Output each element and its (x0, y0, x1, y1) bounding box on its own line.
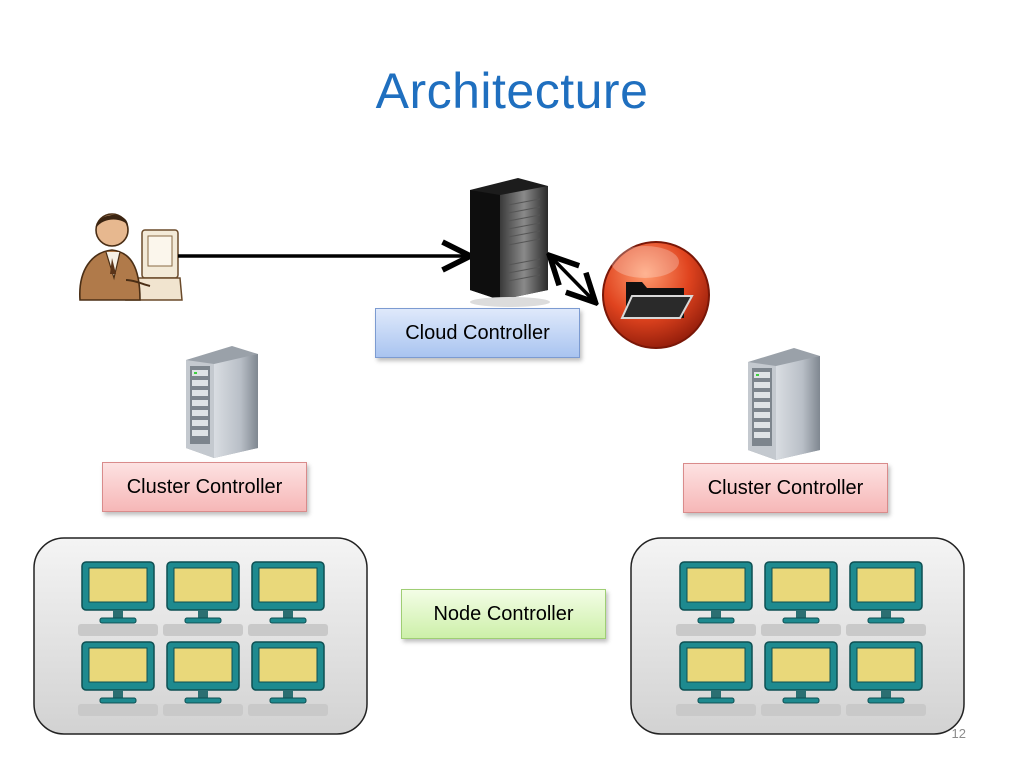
tower-server-icon (470, 178, 550, 307)
cluster-controller-label-right: Cluster Controller (683, 463, 888, 513)
monitor-icon (761, 561, 841, 636)
monitor-icon (163, 641, 243, 716)
monitor-icon (248, 641, 328, 716)
user-at-computer-icon (79, 213, 183, 301)
monitor-icon (78, 641, 158, 716)
monitor-icon (846, 641, 926, 716)
cloud-to-storage-arrow (552, 258, 593, 300)
monitor-icon (248, 561, 328, 636)
node-controller-label: Node Controller (401, 589, 606, 639)
monitor-icon (846, 561, 926, 636)
node-monitors-right (676, 561, 926, 716)
server-icon (186, 346, 258, 458)
monitor-icon (78, 561, 158, 636)
monitor-icon (676, 561, 756, 636)
slide-title: Architecture (375, 63, 649, 119)
slide-number: 12 (951, 726, 966, 741)
folder-storage-icon (602, 241, 710, 349)
node-monitors-left (78, 561, 328, 716)
cloud-controller-label: Cloud Controller (375, 308, 580, 358)
monitor-icon (676, 641, 756, 716)
server-icon (748, 348, 820, 460)
cluster-controller-label-left: Cluster Controller (102, 462, 307, 512)
monitor-icon (163, 561, 243, 636)
monitor-icon (761, 641, 841, 716)
